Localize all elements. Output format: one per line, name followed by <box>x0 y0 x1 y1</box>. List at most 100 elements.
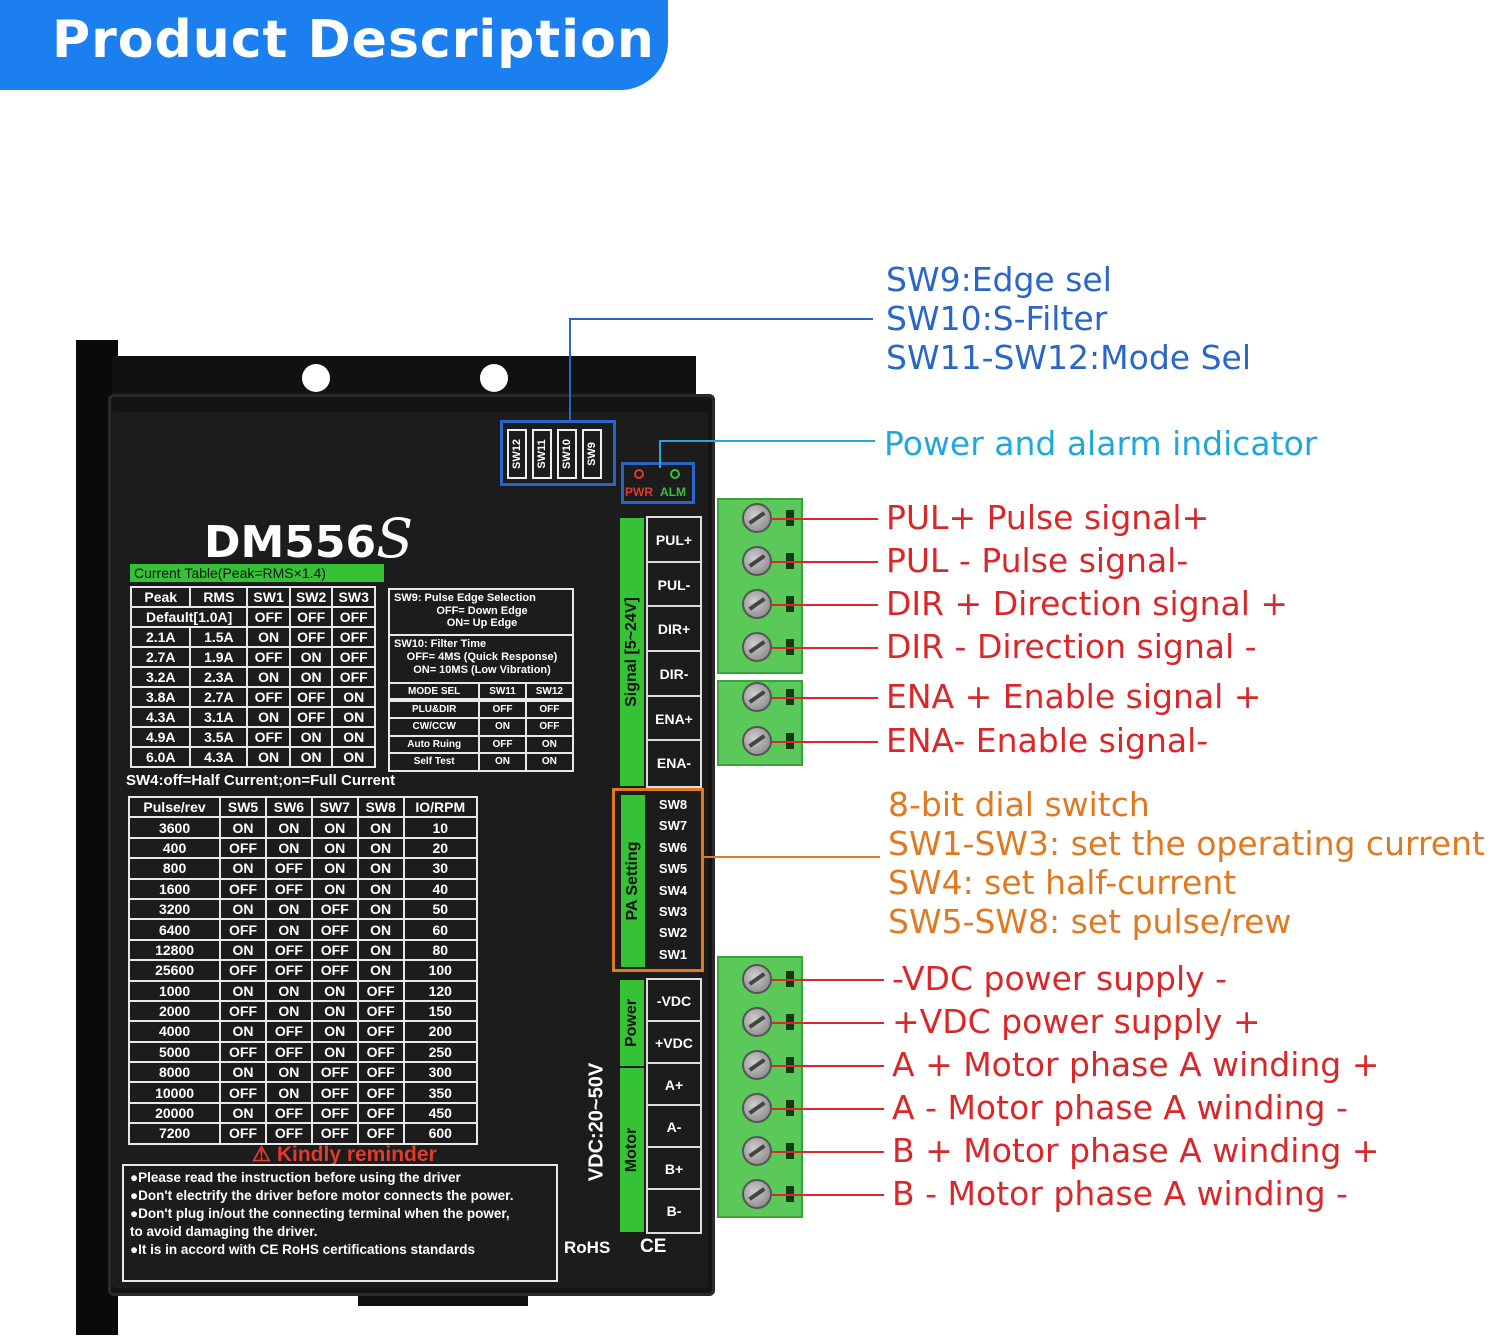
pulse-table-cell: 8000 <box>127 1061 222 1084</box>
current-table-cell: OFF <box>331 666 376 688</box>
power-callout-text: A - Motor phase A winding - <box>892 1088 1348 1127</box>
mode-table-cell: ON <box>478 717 527 737</box>
pulse-table-cell: ON <box>219 938 267 962</box>
pulse-table-cell: ON <box>356 816 405 839</box>
dial-callout-sw5-sw8: SW5-SW8: set pulse/rew <box>888 902 1292 941</box>
signal-label: Signal [5~24V] <box>623 597 640 707</box>
pulse-table-cell: 3200 <box>127 897 222 921</box>
signal-callout-line <box>772 697 878 699</box>
current-table-cell: OFF <box>288 686 334 708</box>
power-callout-text: B - Motor phase A winding - <box>892 1174 1348 1213</box>
rohs-mark: RoHS <box>564 1238 611 1257</box>
dip-label-sw12: SW12 <box>511 439 523 469</box>
mode-table-cell: PLU&DIR <box>387 699 481 719</box>
sw10-title: SW10: Filter Time <box>394 638 487 650</box>
alm-led-icon <box>670 469 680 479</box>
terminal-label-pul-minusplus: PUL+ <box>648 518 700 563</box>
pulse-table-cell: OFF <box>264 857 313 880</box>
current-table-cell: 2.7A <box>129 646 192 668</box>
terminal-screw-icon <box>742 1007 772 1037</box>
pulse-table-cell: OFF <box>356 1040 405 1064</box>
current-table-title: Current Table(Peak=RMS×1.4) <box>130 564 384 582</box>
terminal-screw-icon <box>742 503 772 533</box>
reminder-line: to avoid damaging the driver. <box>130 1224 318 1239</box>
header-banner: Product Description <box>0 0 668 90</box>
pulse-table-cell: OFF <box>264 1122 313 1145</box>
power-callout-line <box>772 1108 884 1110</box>
indicator-box: PWR ALM <box>621 462 695 504</box>
current-table-cell: 1.5A <box>189 626 249 648</box>
pulse-table-header-cell: Pulse/rev <box>127 795 222 819</box>
signal-callout-line <box>772 741 878 743</box>
divider <box>390 634 574 636</box>
signal-callout-line <box>772 604 878 606</box>
pa-switch-label: SW2 <box>658 925 688 941</box>
reminder-line: ●Please read the instruction before usin… <box>130 1170 461 1185</box>
pulse-table-cell: OFF <box>264 1040 313 1064</box>
divider <box>620 1066 644 1068</box>
sw-callout-vline <box>569 318 571 422</box>
terminal-label: A+ <box>648 1064 700 1106</box>
pulse-table-cell: ON <box>219 897 267 921</box>
signal-terminal-labels: PUL+PUL-DIR+DIR-ENA+ENA- <box>646 516 702 788</box>
pulse-table-cell: 10 <box>402 816 479 839</box>
power-callout-text: +VDC power supply + <box>892 1002 1261 1041</box>
dip-cell: SW9 <box>582 429 602 479</box>
current-table-cell: 4.3A <box>129 706 192 728</box>
current-table-cell: 1.9A <box>189 646 249 668</box>
pulse-table-cell: ON <box>356 918 405 941</box>
dip-label-sw10: SW10 <box>561 439 573 469</box>
current-table-cell: OFF <box>288 606 334 628</box>
pulse-table-cell: 20000 <box>127 1101 222 1125</box>
mode-table-header-cell: SW11 <box>478 682 527 702</box>
sw9-sw12-switch-box: SW12 SW11 SW10 SW9 <box>500 420 616 486</box>
model-number: DM556 <box>204 517 377 568</box>
current-table-cell: ON <box>288 646 334 668</box>
dip-cell: SW12 <box>507 429 527 479</box>
vdc-label-wrap: VDC:20~50V <box>582 992 612 1252</box>
sw9-callout: SW9:Edge sel <box>886 260 1112 299</box>
pulse-table-cell: 1000 <box>127 979 222 1002</box>
pulse-table-cell: ON <box>219 857 267 880</box>
current-table-cell: ON <box>246 706 291 728</box>
power-callout-line <box>772 1194 884 1196</box>
pulse-table-cell: 7200 <box>127 1122 222 1145</box>
pulse-table-cell: ON <box>264 979 313 1002</box>
pwr-label: PWR <box>625 485 653 499</box>
current-table-header-cell: SW1 <box>246 586 291 608</box>
pulse-table-cell: 6400 <box>127 918 222 941</box>
pulse-table-header-cell: SW7 <box>310 795 359 819</box>
terminal-label: B+ <box>648 1148 700 1190</box>
current-table-cell: 3.8A <box>129 686 192 708</box>
pulse-table-cell: 150 <box>402 999 479 1023</box>
signal-callout-text: PUL+ Pulse signal+ <box>886 498 1210 537</box>
pulse-table-cell: OFF <box>219 918 267 941</box>
pulse-table-cell: ON <box>356 857 405 880</box>
signal-callout-text: DIR - Direction signal - <box>886 627 1257 666</box>
pulse-table-cell: 450 <box>402 1101 479 1125</box>
current-table-cell: OFF <box>246 646 291 668</box>
terminal-screw-icon <box>742 964 772 994</box>
terminal-label-dir-minusplus: DIR+ <box>648 607 700 652</box>
pulse-table-cell: ON <box>356 836 405 860</box>
pa-switch-label: SW6 <box>658 839 688 855</box>
pulse-table-cell: 350 <box>402 1081 479 1104</box>
sw9-on: ON= Up Edge <box>446 617 518 629</box>
pulse-table-cell: ON <box>356 959 405 982</box>
pa-label: PA Setting <box>624 841 641 921</box>
pulse-table-cell: OFF <box>219 877 267 900</box>
pulse-table-cell: 60 <box>402 918 479 941</box>
pulse-table-cell: ON <box>310 979 359 1002</box>
pulse-table-cell: ON <box>264 918 313 941</box>
